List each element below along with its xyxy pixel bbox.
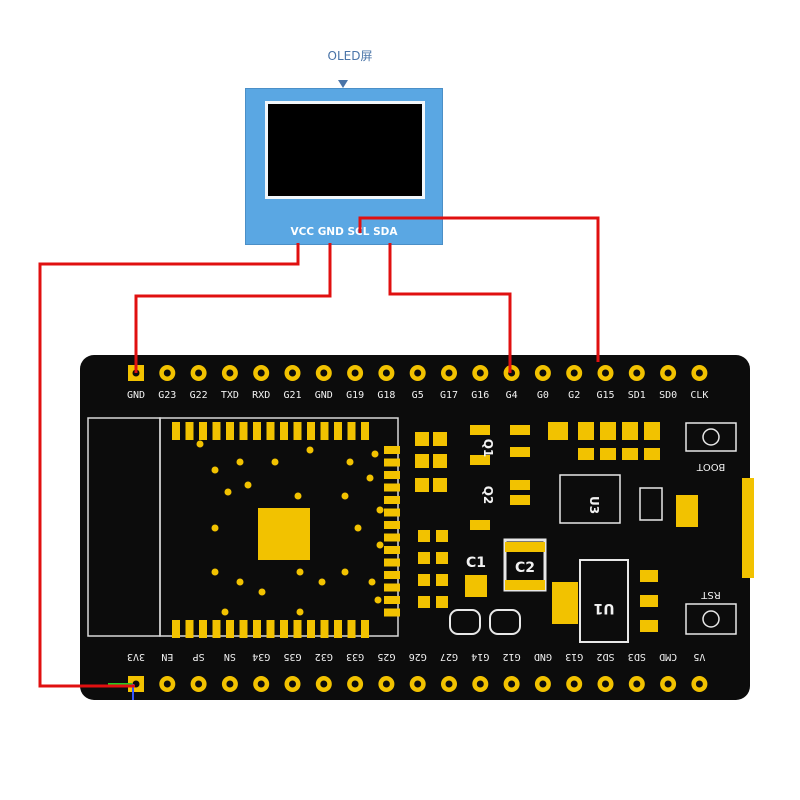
bottom-pin-label: SD3 xyxy=(628,651,646,662)
top-pin-label: GND xyxy=(127,390,145,401)
bottom-pin-label: V5 xyxy=(693,651,705,662)
top-pin-label: CLK xyxy=(690,390,708,401)
bottom-pin-label: GND xyxy=(534,651,552,662)
bottom-pin-label: EN xyxy=(161,651,173,662)
bottom-pin-label: G13 xyxy=(565,651,583,662)
oled-module: VCC GND SCL SDA xyxy=(245,88,443,245)
top-pin-label: G4 xyxy=(506,390,518,401)
bottom-pin-label: SN xyxy=(224,651,236,662)
top-pin-label: G0 xyxy=(537,390,549,401)
oled-label: OLED屏 xyxy=(327,49,373,63)
top-pin-label: G19 xyxy=(346,390,364,401)
module-right-pads xyxy=(384,446,400,617)
top-pin-label: G2 xyxy=(568,390,580,401)
top-pin-label: G15 xyxy=(596,390,614,401)
bottom-pin-label: SD2 xyxy=(596,651,614,662)
top-pin-label: G5 xyxy=(412,390,424,401)
label-q2: Q2 xyxy=(481,486,495,505)
top-pin-label: SD1 xyxy=(628,390,646,401)
top-pin-label: G18 xyxy=(377,390,395,401)
bottom-pin-label: CMD xyxy=(659,651,677,662)
top-pin-label: G17 xyxy=(440,390,458,401)
bottom-pin-label: G35 xyxy=(283,651,301,662)
bottom-pin-label: G33 xyxy=(346,651,364,662)
bottom-pin-label: 3V3 xyxy=(127,651,145,662)
top-pin-label: G16 xyxy=(471,390,489,401)
label-q1: Q1 xyxy=(481,439,495,458)
top-pin-label: G23 xyxy=(158,390,176,401)
oled-pin-vcc: VCC xyxy=(290,226,315,238)
module-ground-pad xyxy=(258,508,310,560)
top-pin-label: SD0 xyxy=(659,390,677,401)
top-pin-label: G22 xyxy=(190,390,208,401)
bottom-pin-label: G26 xyxy=(409,651,427,662)
bottom-pin-label: G14 xyxy=(471,651,489,662)
label-u3: U3 xyxy=(587,496,601,514)
bottom-pin-label: G12 xyxy=(503,651,521,662)
bottom-pin-label: G27 xyxy=(440,651,458,662)
label-u1: U1 xyxy=(593,600,614,616)
top-pin-label: G21 xyxy=(283,390,301,401)
usb-connector xyxy=(742,478,754,578)
oled-screen xyxy=(265,101,425,199)
top-pin-label: RXD xyxy=(252,390,270,401)
top-pin-label: GND xyxy=(315,390,333,401)
label-boot: BOOT xyxy=(696,461,725,472)
label-rst: RST xyxy=(700,589,720,600)
top-pin-label: TXD xyxy=(221,390,239,401)
component-pads xyxy=(415,422,737,643)
label-c1: C1 xyxy=(466,555,486,571)
oled-pin-gnd: GND xyxy=(317,226,344,238)
module-bottom-pads xyxy=(172,620,369,638)
board-outline xyxy=(80,355,750,700)
module-top-pads xyxy=(172,422,369,440)
label-c2: C2 xyxy=(515,560,535,576)
bottom-pin-label: G34 xyxy=(252,651,270,662)
oled-pointer-arrow-icon xyxy=(338,80,348,88)
bottom-pin-label: G25 xyxy=(377,651,395,662)
bottom-pin-label: SP xyxy=(193,651,205,662)
bottom-pin-label: G32 xyxy=(315,651,333,662)
